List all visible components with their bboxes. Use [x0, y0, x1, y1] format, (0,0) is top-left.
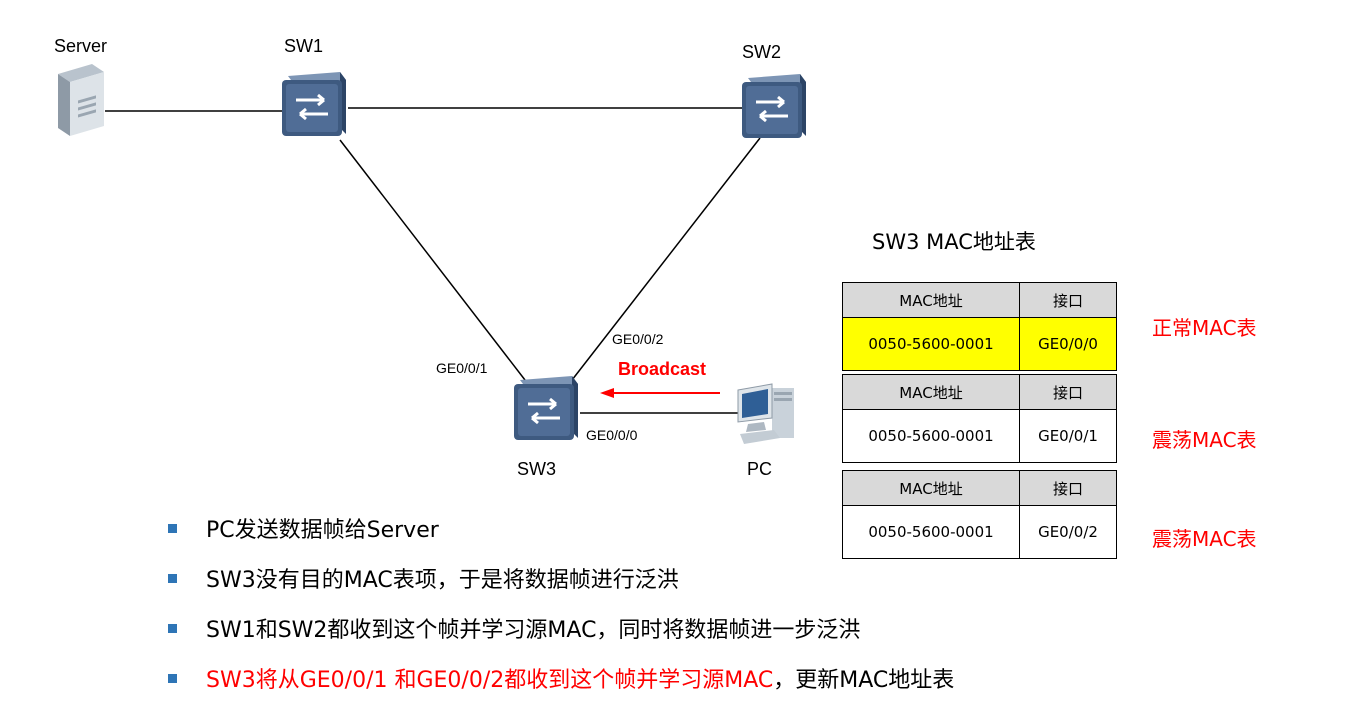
bullet-text: SW1和SW2都收到这个帧并学习源MAC，同时将数据帧进一步泛洪: [206, 618, 861, 643]
broadcast-arrowhead: [600, 388, 614, 398]
cell-port: GE0/0/2: [1019, 505, 1117, 559]
cell-mac: 0050-5600-0001: [842, 409, 1020, 463]
port-label-ge002: GE0/0/2: [612, 331, 664, 347]
bullet-square-icon: [168, 574, 177, 583]
header-mac: MAC地址: [842, 374, 1020, 410]
bullet-text: ，更新MAC地址表: [773, 668, 955, 693]
header-port: 接口: [1019, 374, 1117, 410]
sw1-switch-icon: [280, 70, 350, 144]
link-sw2-sw3: [571, 137, 761, 381]
port-label-ge000: GE0/0/0: [586, 427, 638, 443]
status-normal-mac: 正常MAC表: [1152, 316, 1257, 340]
bullet-square-icon: [168, 624, 177, 633]
cell-mac: 0050-5600-0001: [842, 317, 1020, 371]
cell-port: GE0/0/0: [1019, 317, 1117, 371]
list-item: SW1和SW2都收到这个帧并学习源MAC，同时将数据帧进一步泛洪: [160, 612, 954, 662]
server-icon: [52, 62, 108, 142]
explanation-bullets: PC发送数据帧给Server SW3没有目的MAC表项，于是将数据帧进行泛洪 S…: [160, 512, 954, 712]
sw1-label: SW1: [284, 36, 324, 56]
broadcast-label: Broadcast: [618, 359, 707, 379]
port-label-ge001: GE0/0/1: [436, 360, 488, 376]
sw2-label: SW2: [742, 42, 782, 62]
mac-table-header-row: MAC地址 接口: [842, 470, 1117, 506]
server-label: Server: [54, 36, 108, 56]
header-port: 接口: [1019, 282, 1117, 318]
list-item: PC发送数据帧给Server: [160, 512, 954, 562]
mac-table-header-row: MAC地址 接口: [842, 374, 1117, 410]
mac-table-flap-1: MAC地址 接口 0050-5600-0001 GE0/0/1: [842, 374, 1117, 463]
status-flap-mac-1: 震荡MAC表: [1152, 428, 1257, 452]
bullet-text: SW3没有目的MAC表项，于是将数据帧进行泛洪: [206, 568, 679, 593]
table-row: 0050-5600-0001 GE0/0/2: [842, 505, 1117, 559]
sw2-switch-icon: [740, 72, 810, 146]
list-item: SW3将从GE0/0/1 和GE0/0/2都收到这个帧并学习源MAC，更新MAC…: [160, 662, 954, 712]
status-flap-mac-2: 震荡MAC表: [1152, 527, 1257, 551]
bullet-text: PC发送数据帧给Server: [206, 518, 439, 543]
table-row: 0050-5600-0001 GE0/0/0: [842, 317, 1117, 371]
cell-mac: 0050-5600-0001: [842, 505, 1020, 559]
pc-label: PC: [747, 459, 773, 479]
header-port: 接口: [1019, 470, 1117, 506]
sw3-switch-icon: [512, 374, 582, 448]
header-mac: MAC地址: [842, 282, 1020, 318]
mac-table-header-row: MAC地址 接口: [842, 282, 1117, 318]
bullet-square-icon: [168, 524, 177, 533]
mac-table-flap-2: MAC地址 接口 0050-5600-0001 GE0/0/2: [842, 470, 1117, 559]
sw3-label: SW3: [517, 459, 557, 479]
cell-port: GE0/0/1: [1019, 409, 1117, 463]
bullet-square-icon: [168, 674, 177, 683]
link-sw1-sw3: [339, 139, 526, 381]
list-item: SW3没有目的MAC表项，于是将数据帧进行泛洪: [160, 562, 954, 612]
mac-table-normal: MAC地址 接口 0050-5600-0001 GE0/0/0: [842, 282, 1117, 371]
pc-icon: [734, 382, 800, 452]
bullet-text-highlight: SW3将从GE0/0/1 和GE0/0/2都收到这个帧并学习源MAC: [206, 668, 774, 693]
table-row: 0050-5600-0001 GE0/0/1: [842, 409, 1117, 463]
mac-table-title: SW3 MAC地址表: [872, 230, 1036, 254]
header-mac: MAC地址: [842, 470, 1020, 506]
